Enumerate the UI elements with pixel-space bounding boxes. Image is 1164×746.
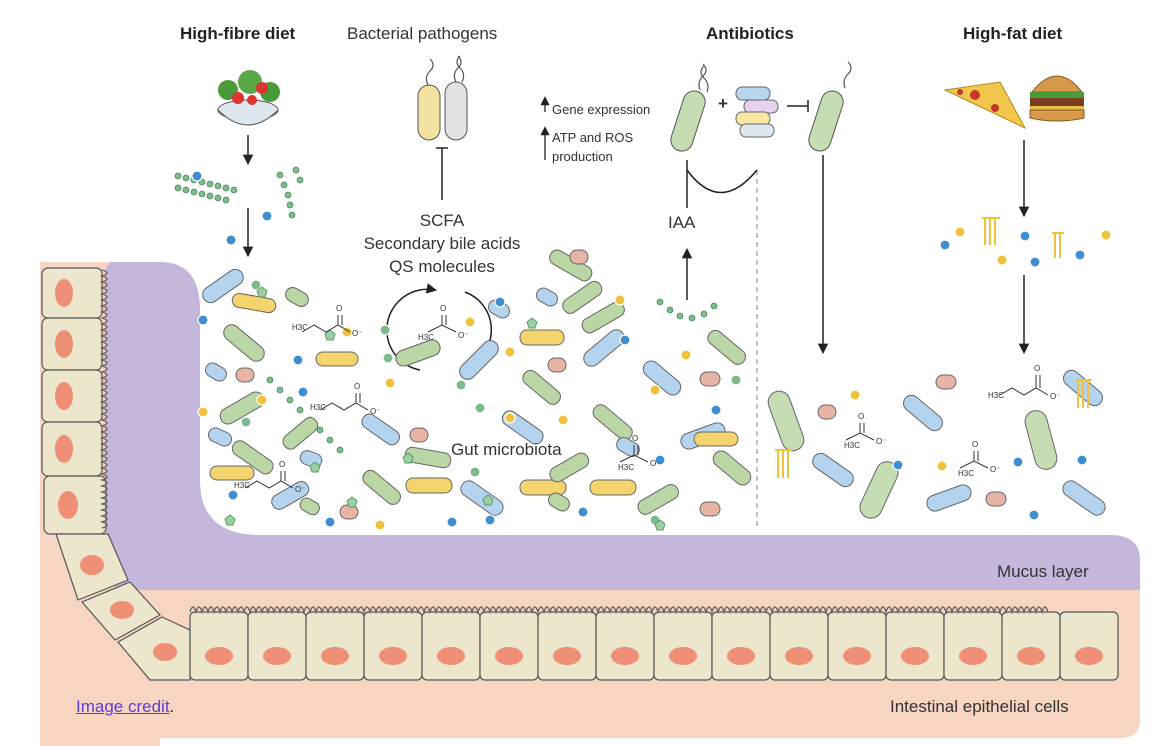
- chem-h3c-3: H3C: [310, 403, 326, 412]
- chem-h3c-5: H3C: [618, 463, 634, 472]
- chem-o-6: O: [858, 412, 864, 421]
- chem-o-minus-3: O⁻: [370, 407, 380, 416]
- label-qs-molecules: QS molecules: [389, 257, 495, 276]
- header-high-fibre-diet: High-fibre diet: [180, 24, 296, 43]
- microvilli-border: [99, 269, 1049, 615]
- chem-o-3: O: [354, 382, 360, 391]
- molecule-dots: [191, 170, 1112, 531]
- pizza-icon: [943, 81, 1027, 130]
- bottom-epithelial-cells: [189, 611, 1119, 681]
- feedback-curve: [686, 169, 758, 194]
- label-gut-microbiota: Gut microbiota: [451, 440, 562, 459]
- antibiotic-inhibited-bacterium: [808, 61, 852, 152]
- chem-o-5: O: [632, 434, 638, 443]
- chem-h3c-4: H3C: [234, 481, 250, 490]
- chem-o-minus-2: O⁻: [458, 331, 468, 340]
- header-high-fat-diet: High-fat diet: [963, 24, 1063, 43]
- chem-h3c-2: H3C: [418, 333, 434, 342]
- chem-o-minus-8: O⁻: [1050, 392, 1060, 401]
- microbiota-bacteria: [202, 249, 752, 520]
- mucus-layer: [105, 262, 1140, 590]
- lipid-molecules: [775, 217, 1092, 478]
- chem-o-2: O: [440, 304, 446, 313]
- chem-o-minus-7: O⁻: [990, 465, 1000, 474]
- chem-h3c-6: H3C: [844, 441, 860, 450]
- label-iaa: IAA: [668, 213, 696, 232]
- burger-icon: [1029, 75, 1085, 122]
- right-bacteria: [767, 369, 1106, 519]
- antibiotics-pills-icon: [735, 86, 779, 138]
- pentagon-molecules: [224, 286, 666, 531]
- chem-o-1: O: [336, 304, 342, 313]
- header-bacterial-pathogens: Bacterial pathogens: [347, 24, 498, 43]
- chem-h3c-1: H3C: [292, 323, 308, 332]
- chemical-labels: H3C O⁻ O H3C O⁻ O H3C O⁻ O H3C O⁻ O H3C …: [234, 304, 1060, 494]
- label-gene-expression: Gene expression: [552, 102, 651, 117]
- chem-o-7: O: [972, 440, 978, 449]
- antibiotic-target-bacterium: [670, 63, 709, 152]
- chem-o-4: O: [279, 460, 285, 469]
- label-mucus-layer: Mucus layer: [997, 562, 1089, 581]
- image-credit-suffix: .: [169, 697, 175, 716]
- label-secondary-bile-acids: Secondary bile acids: [363, 234, 521, 253]
- image-credit: Image credit.: [76, 697, 174, 717]
- label-production: production: [552, 149, 613, 164]
- salad-bowl-icon: [217, 70, 280, 126]
- chem-o-minus-6: O⁻: [876, 437, 886, 446]
- chem-h3c-7: H3C: [958, 469, 974, 478]
- chem-o-minus-4: O⁻: [295, 485, 305, 494]
- chem-o-minus-5: O⁻: [650, 459, 660, 468]
- left-epithelial-cells: [41, 267, 191, 681]
- label-atp-ros: ATP and ROS: [552, 130, 634, 145]
- label-intestinal-epithelial-cells: Intestinal epithelial cells: [890, 697, 1069, 716]
- chem-h3c-8: H3C: [988, 391, 1004, 400]
- image-credit-link[interactable]: Image credit: [76, 697, 170, 716]
- chemical-structures: [244, 315, 1049, 489]
- label-scfa: SCFA: [419, 211, 465, 230]
- chem-o-8: O: [1034, 364, 1040, 373]
- chem-o-minus-1: O⁻: [352, 329, 362, 338]
- label-plus: +: [718, 94, 728, 113]
- pathogen-bacteria: [417, 55, 468, 141]
- header-antibiotics: Antibiotics: [706, 24, 794, 43]
